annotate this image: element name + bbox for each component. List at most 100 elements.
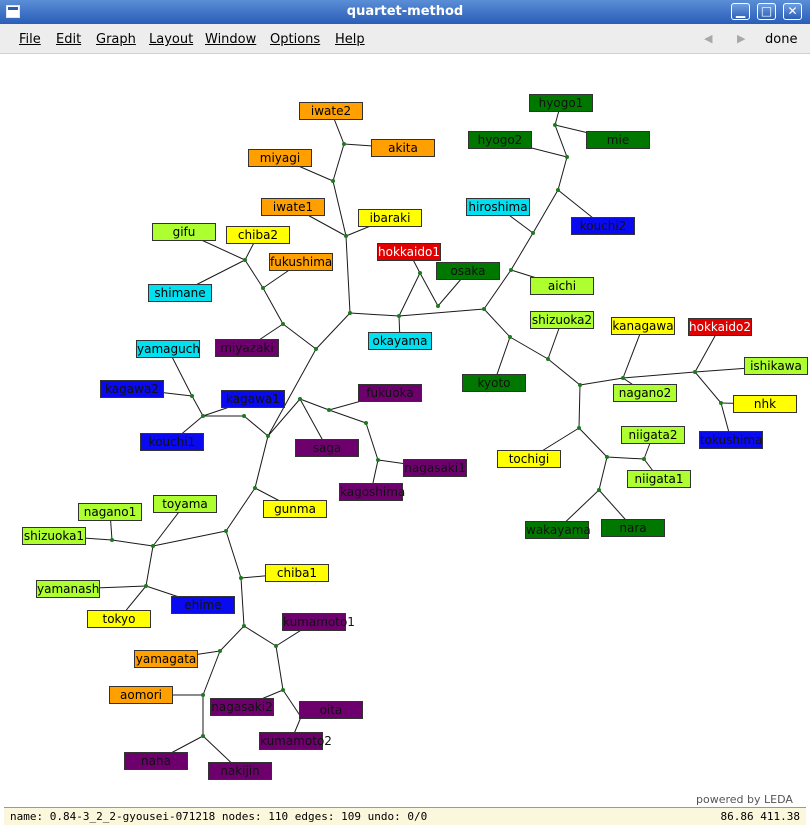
tree-node[interactable]: [243, 258, 247, 262]
tree-node[interactable]: [605, 455, 609, 459]
node-label-hiroshima[interactable]: hiroshima: [466, 198, 530, 216]
node-label-nhk[interactable]: nhk: [733, 395, 797, 413]
node-label-ibaraki[interactable]: ibaraki: [358, 209, 422, 227]
node-label-toyama[interactable]: toyama: [153, 495, 217, 513]
node-label-mie[interactable]: mie: [586, 131, 650, 149]
tree-node[interactable]: [621, 376, 625, 380]
tree-node[interactable]: [719, 401, 723, 405]
node-label-kyoto[interactable]: kyoto: [462, 374, 526, 392]
menu-file[interactable]: File: [19, 32, 41, 47]
tree-node[interactable]: [578, 383, 582, 387]
node-label-kagoshima[interactable]: kagoshima: [339, 483, 406, 501]
tree-node[interactable]: [577, 426, 581, 430]
menu-edit[interactable]: Edit: [56, 32, 81, 47]
tree-node[interactable]: [418, 271, 422, 275]
menu-layout[interactable]: Layout: [149, 32, 193, 47]
node-label-ehime[interactable]: ehime: [171, 596, 235, 614]
back-arrow-icon[interactable]: ◀: [704, 32, 713, 45]
node-label-iwate1[interactable]: iwate1: [261, 198, 325, 216]
tree-node[interactable]: [693, 370, 697, 374]
node-label-naha[interactable]: naha: [124, 752, 188, 770]
node-label-aomori[interactable]: aomori: [109, 686, 173, 704]
tree-node[interactable]: [110, 538, 114, 542]
node-label-nara[interactable]: nara: [601, 519, 665, 537]
node-label-yamanash[interactable]: yamanash: [36, 580, 100, 598]
graph-canvas[interactable]: iwate2 akita miyagi iwate1 ibaraki gifu chiba2…: [4, 55, 808, 807]
node-label-hokkaido2[interactable]: hokkaido2: [688, 318, 752, 336]
tree-node[interactable]: [224, 529, 228, 533]
node-label-tokyo[interactable]: tokyo: [87, 610, 151, 628]
menu-help[interactable]: Help: [335, 32, 365, 47]
tree-node[interactable]: [556, 188, 560, 192]
node-label-osaka[interactable]: osaka: [436, 262, 500, 280]
forward-arrow-icon[interactable]: ▶: [737, 32, 746, 45]
node-label-aichi[interactable]: aichi: [530, 277, 594, 295]
node-label-akita[interactable]: akita: [371, 139, 435, 157]
node-label-kouchi1[interactable]: kouchi1: [140, 433, 204, 451]
node-label-tochigi[interactable]: tochigi: [497, 450, 561, 468]
node-label-miyazaki[interactable]: miyazaki: [215, 339, 279, 357]
tree-node[interactable]: [144, 584, 148, 588]
tree-node[interactable]: [281, 322, 285, 326]
node-label-kumamoto2[interactable]: kumamoto2: [259, 732, 332, 750]
menu-window[interactable]: Window: [205, 32, 256, 47]
node-label-kagawa1[interactable]: kagawa1: [221, 390, 285, 408]
node-label-nakijin[interactable]: nakijin: [208, 762, 272, 780]
tree-node[interactable]: [261, 286, 265, 290]
tree-node[interactable]: [298, 397, 302, 401]
node-label-miyagi[interactable]: miyagi: [248, 149, 312, 167]
tree-node[interactable]: [597, 488, 601, 492]
tree-node[interactable]: [266, 434, 270, 438]
tree-node[interactable]: [190, 394, 194, 398]
tree-node[interactable]: [348, 311, 352, 315]
node-label-kagawa2[interactable]: kagawa2: [100, 380, 164, 398]
node-label-hyogo2[interactable]: hyogo2: [468, 131, 532, 149]
node-label-yamagata[interactable]: yamagata: [134, 650, 198, 668]
tree-node[interactable]: [151, 544, 155, 548]
tree-node[interactable]: [201, 734, 205, 738]
node-label-nagano2[interactable]: nagano2: [613, 384, 677, 402]
tree-node[interactable]: [565, 155, 569, 159]
node-label-wakayama[interactable]: wakayama: [525, 521, 591, 539]
node-label-chiba1[interactable]: chiba1: [265, 564, 329, 582]
tree-node[interactable]: [508, 335, 512, 339]
tree-node[interactable]: [553, 123, 557, 127]
node-label-iwate2[interactable]: iwate2: [299, 102, 363, 120]
node-label-ishikawa[interactable]: ishikawa: [744, 357, 808, 375]
menu-options[interactable]: Options: [270, 32, 320, 47]
tree-node[interactable]: [364, 421, 368, 425]
tree-node[interactable]: [253, 486, 257, 490]
node-label-hyogo1[interactable]: hyogo1: [529, 94, 593, 112]
maximize-button[interactable]: □: [757, 3, 776, 20]
tree-node[interactable]: [344, 234, 348, 238]
tree-node[interactable]: [397, 314, 401, 318]
close-button[interactable]: ✕: [783, 3, 802, 20]
tree-node[interactable]: [327, 408, 331, 412]
tree-node[interactable]: [331, 179, 335, 183]
node-label-niigata1[interactable]: niigata1: [627, 470, 691, 488]
node-label-chiba2[interactable]: chiba2: [226, 226, 290, 244]
tree-node[interactable]: [201, 414, 205, 418]
minimize-button[interactable]: ▁: [731, 3, 750, 20]
tree-node[interactable]: [201, 693, 205, 697]
tree-node[interactable]: [239, 576, 243, 580]
tree-node[interactable]: [242, 624, 246, 628]
tree-node[interactable]: [274, 644, 278, 648]
node-label-tokushima[interactable]: tokushima: [699, 431, 763, 449]
node-label-gifu[interactable]: gifu: [152, 223, 216, 241]
node-label-saga[interactable]: saga: [295, 439, 359, 457]
node-label-fukushima[interactable]: fukushima: [269, 253, 333, 271]
node-label-kumamoto1[interactable]: kumamoto1: [282, 613, 355, 631]
tree-node[interactable]: [509, 268, 513, 272]
node-label-nagasaki1[interactable]: nagasaki1: [403, 459, 467, 477]
tree-node[interactable]: [376, 458, 380, 462]
tree-node[interactable]: [314, 347, 318, 351]
done-button[interactable]: done: [765, 32, 798, 47]
tree-node[interactable]: [342, 142, 346, 146]
tree-node[interactable]: [281, 688, 285, 692]
tree-node[interactable]: [242, 414, 246, 418]
menu-graph[interactable]: Graph: [96, 32, 136, 47]
node-label-nagasaki2[interactable]: nagasaki2: [210, 698, 274, 716]
node-label-gunma[interactable]: gunma: [263, 500, 327, 518]
node-label-kouchi2[interactable]: kouchi2: [571, 217, 635, 235]
